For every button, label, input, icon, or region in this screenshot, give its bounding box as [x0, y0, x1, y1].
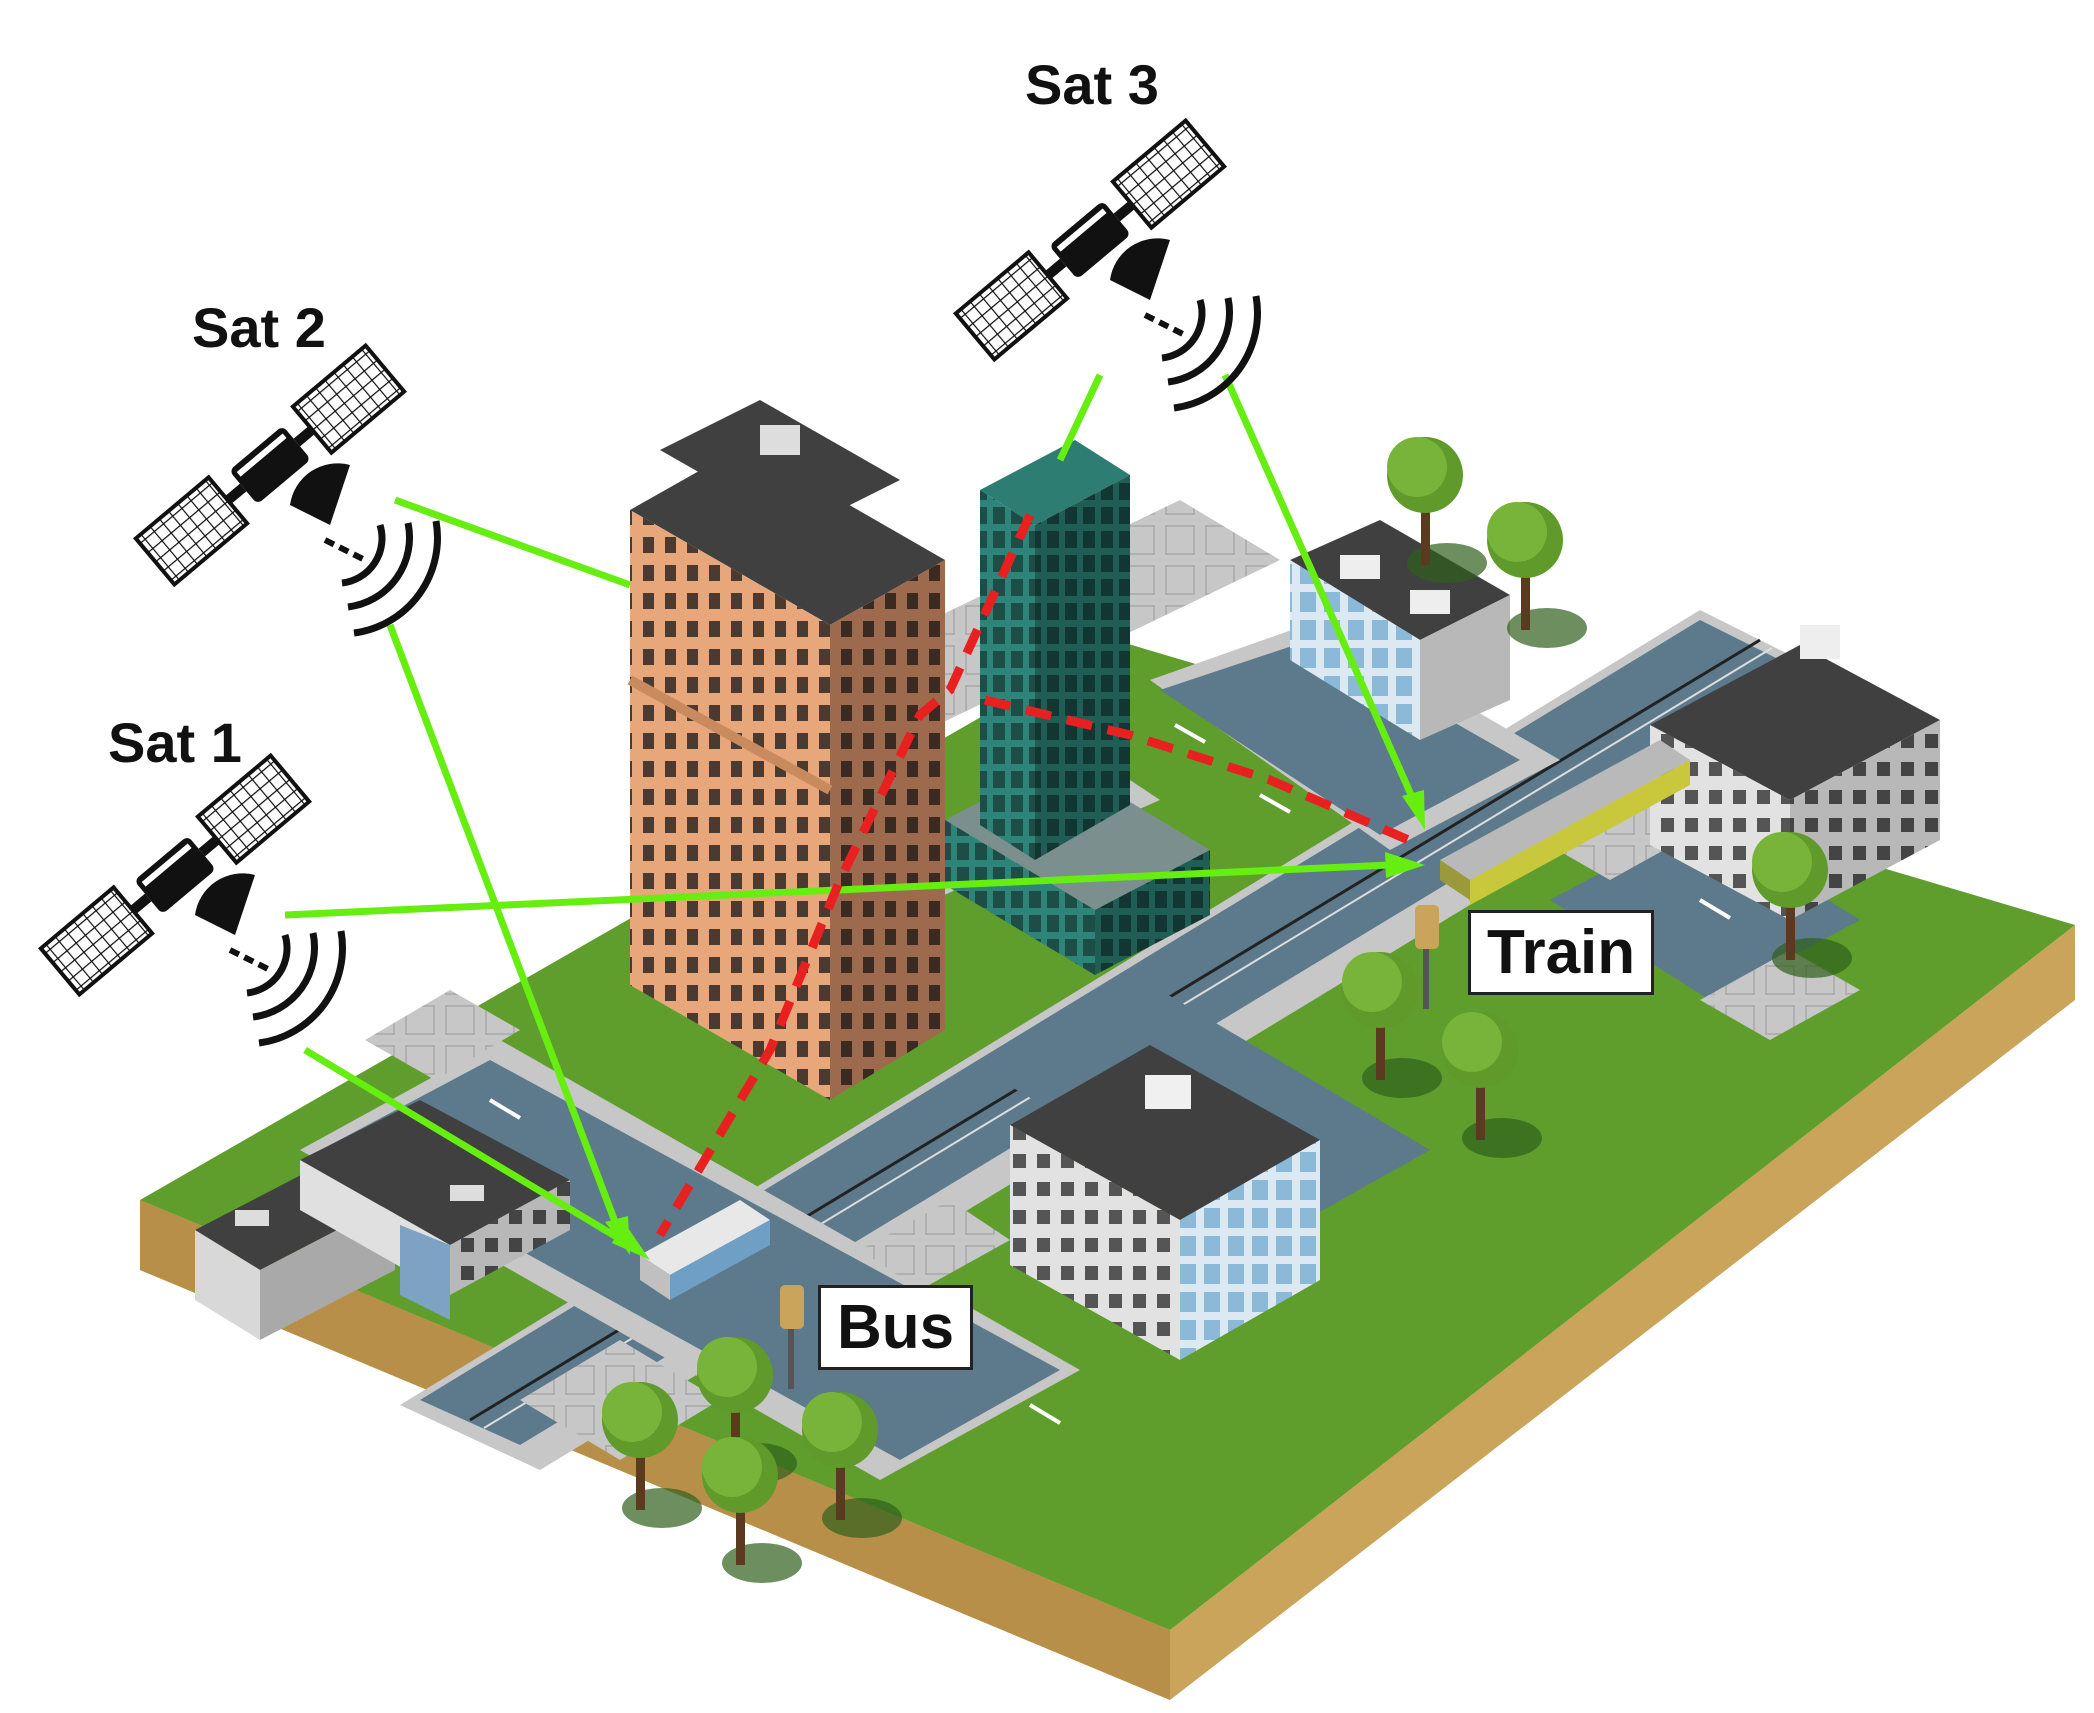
satellite-icon — [41, 756, 343, 1043]
building-icon — [945, 440, 1210, 975]
traffic-light-icon — [1415, 905, 1439, 1009]
los-path-sat3-building — [1056, 373, 1104, 462]
building-icon — [195, 1100, 570, 1340]
sat-3-label: Sat 3 — [1025, 53, 1159, 116]
train-label: Train — [1468, 910, 1655, 995]
building-icon — [1010, 1045, 1320, 1360]
satellite-icon — [136, 346, 438, 633]
los-path-sat1-bus — [303, 1046, 632, 1249]
multipath-path-bus — [656, 513, 1035, 1238]
building-icon — [627, 400, 945, 1100]
multipath-path-train — [983, 695, 1422, 850]
bus-label: Bus — [818, 1285, 974, 1370]
bus-icon — [640, 1200, 770, 1300]
train-icon — [1440, 740, 1690, 905]
los-path-sat2-bus — [386, 623, 624, 1237]
sat-2-label: Sat 2 — [192, 296, 326, 359]
los-path-sat3-train — [1221, 373, 1424, 817]
traffic-light-icon — [780, 1285, 804, 1389]
los-arrowheads — [605, 790, 1425, 1260]
building-icon — [1290, 520, 1510, 740]
multipath-signal-paths — [656, 513, 1422, 1238]
sat-1-label: Sat 1 — [108, 711, 242, 774]
los-path-sat2-building — [393, 496, 632, 589]
satellite-icon — [956, 121, 1258, 408]
